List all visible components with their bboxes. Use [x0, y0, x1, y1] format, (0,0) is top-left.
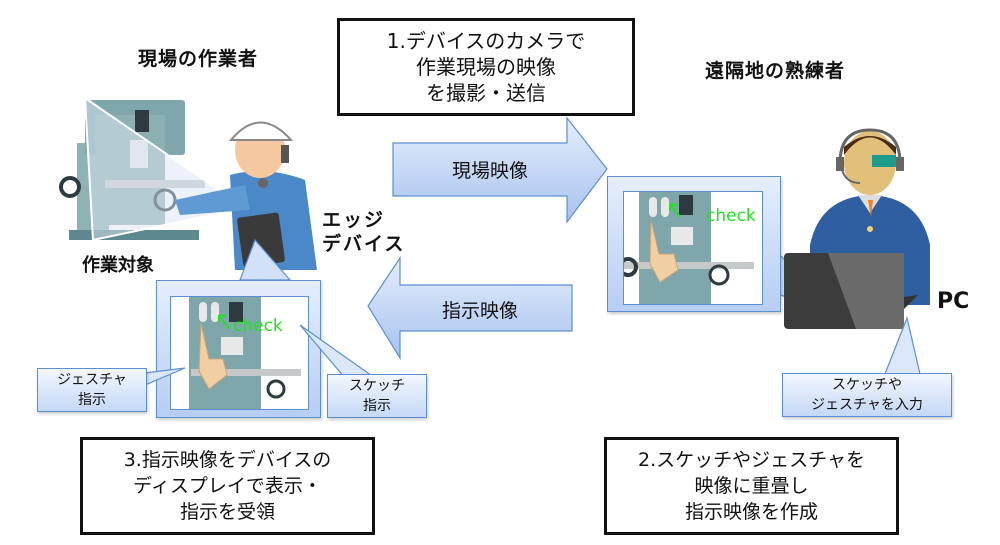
step-1-line: を撮影・送信: [426, 81, 546, 105]
instruction-video-arrow: [367, 256, 573, 361]
edge-device-label: エッジ デバイス: [322, 208, 405, 256]
sketch-arrow-icon: [218, 314, 230, 330]
goggles-icon: [872, 155, 896, 167]
step-3-line: ディスプレイで表示・: [133, 475, 322, 497]
step-2-line: 指示映像を作成: [684, 501, 818, 523]
work-target-label: 作業対象: [82, 255, 154, 276]
field-worker-illustration: [59, 96, 317, 270]
remote-expert-heading: 遠隔地の熟練者: [705, 60, 846, 82]
step-2-line: 映像に重畳し: [694, 475, 809, 497]
pc-label: PC: [937, 289, 970, 314]
step-1-line: 1.デバイスのカメラで: [386, 29, 586, 53]
step-1-box: 1.デバイスのカメラで 作業現場の映像 を撮影・送信: [337, 18, 635, 116]
callout-line: 指示: [363, 398, 391, 414]
sketch-arrow-icon: [669, 203, 681, 218]
callout-line: スケッチや: [832, 377, 902, 393]
edge-device-label-line: エッジ: [322, 209, 386, 231]
worker-icon: [175, 121, 317, 270]
sketch-check-text: check: [233, 316, 283, 336]
step-3-line: 指示を受領: [179, 501, 275, 523]
pointing-hand-icon: [649, 219, 679, 283]
tablet-icon: [237, 212, 285, 268]
callout-line: ジェスチャ: [57, 372, 127, 388]
field-video-label: 現場映像: [451, 160, 528, 182]
step-2-box: 2.スケッチやジェスチャを 映像に重畳し 指示映像を作成: [604, 437, 899, 535]
step-1-line: 作業現場の映像: [416, 55, 556, 79]
callout-line: スケッチ: [349, 378, 405, 394]
device-display-screen: check: [170, 296, 309, 410]
pc-screen-display: check: [623, 191, 763, 305]
edge-device-label-line: デバイス: [322, 233, 406, 255]
overlay-machine-image: check: [189, 297, 301, 409]
step-3-box: 3.指示映像をデバイスの ディスプレイで表示・ 指示を受領: [80, 437, 375, 535]
field-worker-heading: 現場の作業者: [138, 48, 259, 70]
step-3-line: 3.指示映像をデバイスの: [123, 449, 332, 471]
headset-icon: [838, 128, 902, 164]
sketch-instruction-callout: スケッチ 指示: [327, 374, 427, 418]
field-video-arrow: [392, 116, 608, 224]
callout-line: 指示: [78, 392, 106, 408]
gesture-instruction-callout: ジェスチャ 指示: [37, 368, 147, 412]
instruction-video-label: 指示映像: [441, 300, 518, 322]
sketch-check-text: check: [706, 206, 756, 226]
input-callout: スケッチや ジェスチャを入力: [782, 373, 952, 417]
remote-expert-illustration: [784, 128, 930, 329]
step-2-line: 2.スケッチやジェスチャを: [638, 449, 865, 471]
pc-overlay-machine-image: check: [624, 192, 756, 304]
laptop-icon: [784, 253, 918, 329]
callout-line: ジェスチャを入力: [811, 397, 923, 413]
pointing-hand-icon: [198, 322, 228, 390]
